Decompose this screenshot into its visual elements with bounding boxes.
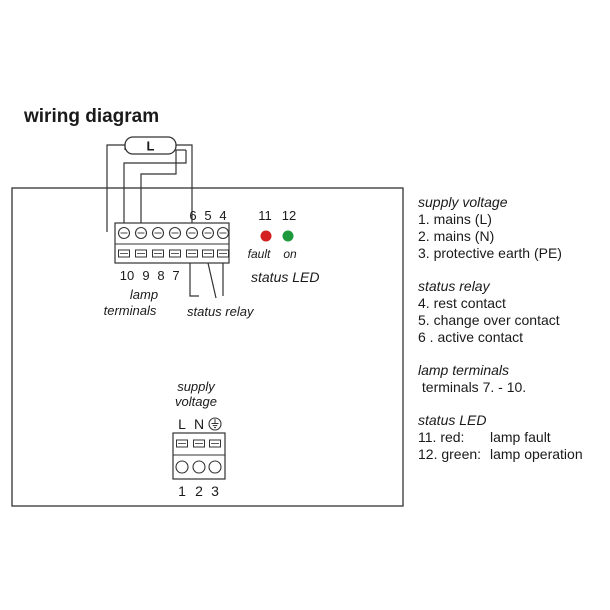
lamp-wires (106, 144, 193, 232)
terminal-4-label: 4 (219, 208, 226, 223)
legend-led-key: 12. green: (418, 446, 482, 462)
legend-status-led: status LED 11. red: lamp fault 12. green:… (418, 412, 608, 463)
status-relay-label: status relay (187, 304, 255, 319)
protective-earth-icon (208, 417, 222, 431)
supply-terminal-1-label: 1 (178, 483, 186, 499)
fault-led-label: fault (248, 247, 271, 261)
led-12-number: 12 (282, 208, 296, 223)
terminal-6-label: 6 (189, 208, 196, 223)
supply-n-label: N (194, 416, 204, 432)
relay-leads (189, 262, 224, 299)
lamp-terminals-label-1: lamp (130, 287, 158, 302)
legend-lamp-title: lamp terminals (418, 362, 510, 378)
fault-led (260, 230, 272, 242)
legend: supply voltage 1. mains (L) 2. mains (N)… (418, 194, 608, 479)
legend-supply-voltage: supply voltage 1. mains (L) 2. mains (N)… (418, 194, 608, 262)
supply-screw (175, 460, 189, 474)
legend-led-key: 11. red: (418, 429, 465, 445)
terminal-8-label: 8 (157, 268, 164, 283)
terminal-9-label: 9 (142, 268, 149, 283)
led-11-number: 11 (258, 208, 272, 223)
terminal-5-label: 5 (204, 208, 211, 223)
lamp-terminals-label-2: terminals (104, 303, 157, 318)
legend-supply-item: 2. mains (N) (418, 228, 495, 244)
lamp-symbol: L (124, 136, 177, 155)
legend-lamp-terminals: lamp terminals terminals 7. - 10. (418, 362, 608, 396)
legend-lamp-item: terminals 7. - 10. (418, 379, 527, 395)
supply-screw (192, 460, 206, 474)
supply-label-1: supply (177, 379, 216, 394)
supply-terminal-3-label: 3 (211, 483, 219, 499)
legend-led-item: 11. red: lamp fault (418, 429, 608, 446)
on-led-label: on (283, 247, 297, 261)
legend-supply-item: 3. protective earth (PE) (418, 245, 562, 261)
supply-terminal-block (172, 432, 226, 480)
legend-led-value: lamp fault (490, 429, 551, 445)
legend-status-relay: status relay 4. rest contact 5. change o… (418, 278, 608, 346)
legend-supply-title: supply voltage (418, 194, 508, 210)
legend-led-value: lamp operation (490, 446, 583, 462)
legend-relay-title: status relay (418, 278, 490, 294)
supply-terminal-2-label: 2 (195, 483, 203, 499)
terminal-10-label: 10 (120, 268, 134, 283)
terminal-7-label: 7 (172, 268, 179, 283)
legend-relay-item: 6 . active contact (418, 329, 524, 345)
lamp-letter: L (147, 139, 155, 154)
legend-supply-item: 1. mains (L) (418, 211, 492, 227)
legend-relay-item: 5. change over contact (418, 312, 560, 328)
terminal-block (114, 222, 230, 264)
supply-screw (208, 460, 222, 474)
housing-outline (11, 187, 404, 507)
legend-led-title: status LED (418, 412, 487, 428)
legend-led-item: 12. green: lamp operation (418, 446, 608, 463)
supply-label-2: voltage (175, 394, 217, 409)
supply-l-label: L (178, 416, 186, 432)
status-led-label: status LED (251, 269, 319, 285)
on-led (282, 230, 294, 242)
diagram-title: wiring diagram (24, 106, 160, 127)
legend-relay-item: 4. rest contact (418, 295, 506, 311)
